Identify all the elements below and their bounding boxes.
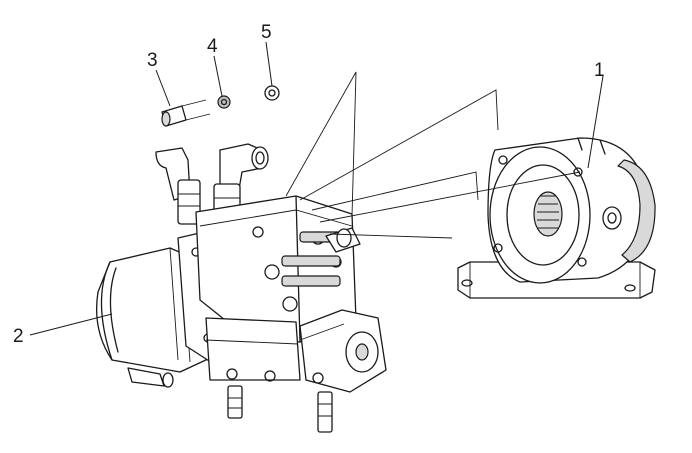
part-4-lock-washer: [217, 95, 231, 109]
callout-label-4: 4: [207, 36, 218, 57]
callout-label-3: 3: [147, 50, 158, 71]
part-1-bell-housing: [457, 137, 656, 299]
callout-label-1: 1: [594, 60, 605, 81]
valve-manifold-block: [155, 143, 387, 433]
callout-label-5: 5: [261, 22, 272, 43]
leader-lines: [29, 41, 604, 336]
callout-label-2: 2: [13, 326, 24, 347]
part-3-bolt: [161, 99, 211, 127]
part-5-flat-washer: [264, 85, 280, 101]
assembly-projection-lines: [285, 71, 581, 239]
